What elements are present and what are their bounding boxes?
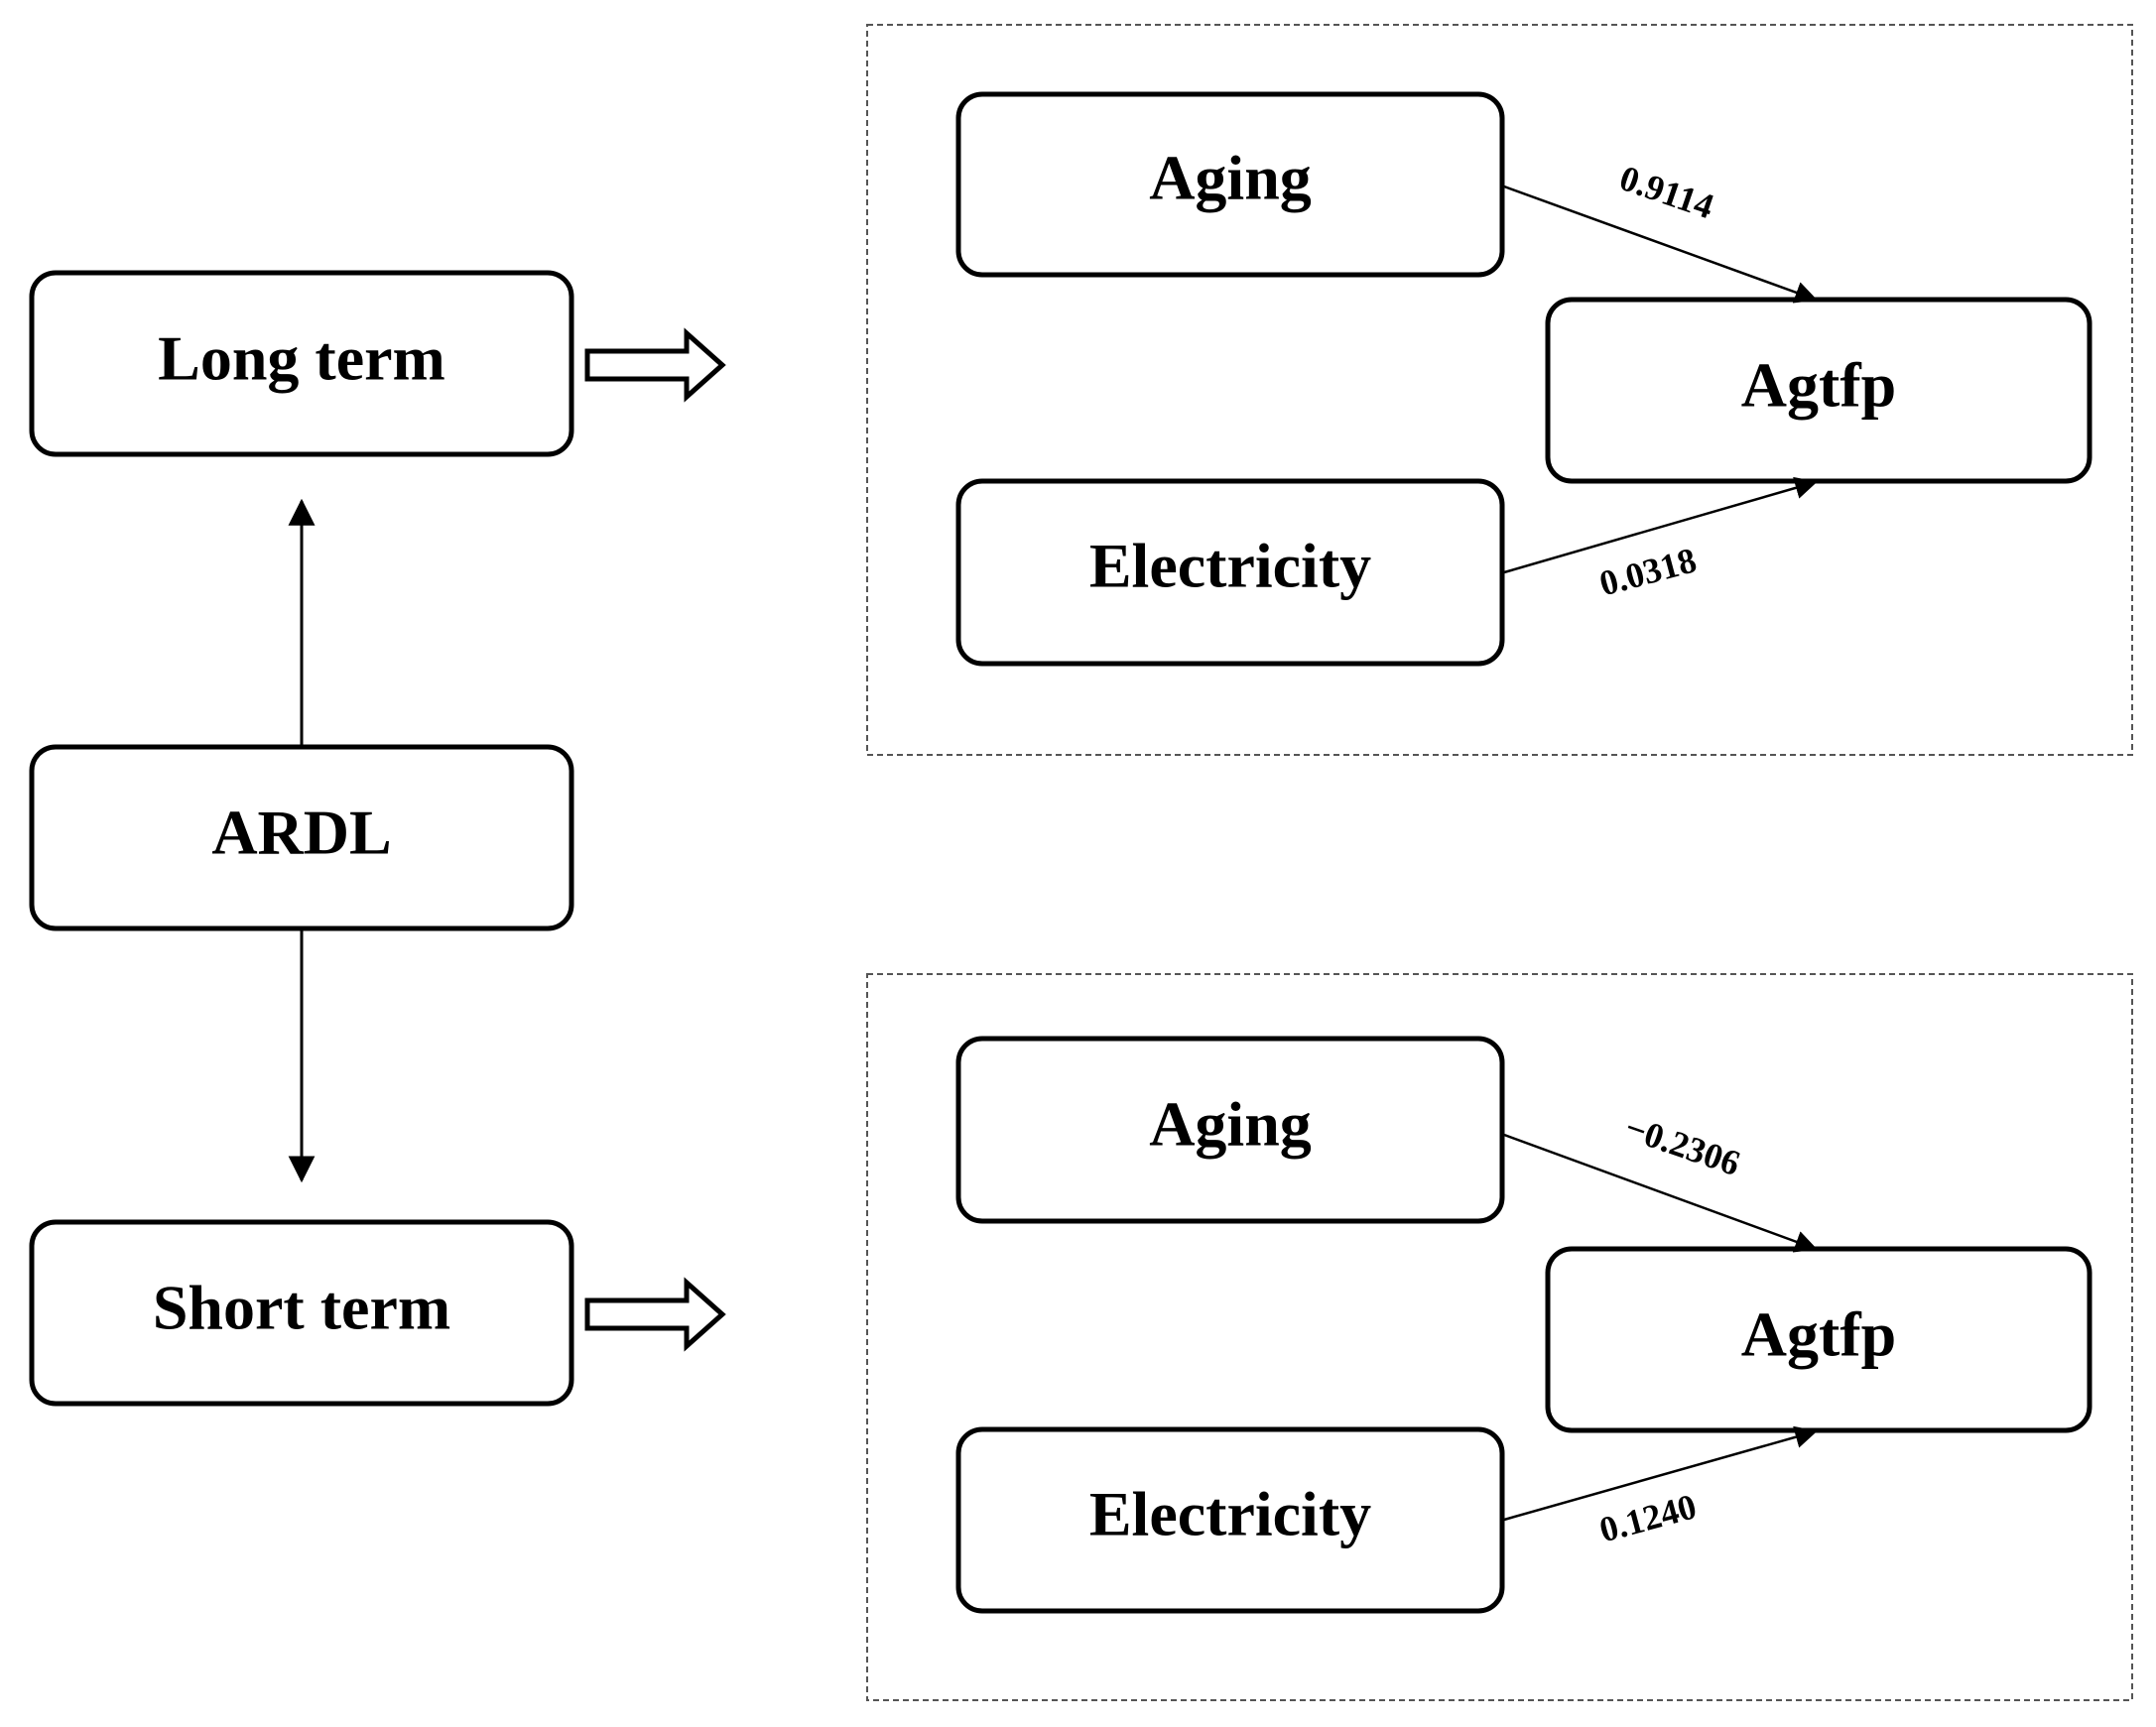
short-electricity-edge [1503, 1425, 1818, 1522]
short-agtfp-label: Agtfp [1741, 1299, 1896, 1370]
ardl-node: ARDL [29, 744, 574, 931]
long-aging-coefficient: 0.9114 [1615, 158, 1719, 226]
long-term-label: Long term [158, 323, 445, 394]
short-agtfp-node: Agtfp [1545, 1246, 2093, 1433]
long-electricity-edge [1503, 476, 1818, 574]
short-term-node: Short term [29, 1219, 574, 1407]
long-agtfp-label: Agtfp [1741, 350, 1896, 421]
short-aging-coefficient: −0.2306 [1620, 1107, 1745, 1183]
short-term-panel-frame [866, 973, 2133, 1701]
short-aging-node: Aging [955, 1036, 1505, 1224]
long-electricity-coefficient: 0.0318 [1595, 540, 1701, 603]
long-term-panel: Aging Electricity Agtfp 0.9114 0.0318 [866, 24, 2133, 756]
short-aging-edge [1503, 1133, 1818, 1253]
short-electricity-coefficient: 0.1240 [1595, 1486, 1701, 1549]
long-aging-edge [1503, 185, 1818, 304]
short-electricity-node: Electricity [955, 1426, 1505, 1614]
long-electricity-label: Electricity [1089, 531, 1371, 601]
short-term-block-arrow [584, 1277, 726, 1352]
long-aging-node: Aging [955, 91, 1505, 278]
long-term-node: Long term [29, 270, 574, 457]
short-term-panel: Aging Electricity Agtfp −0.2306 0.1240 [866, 973, 2133, 1701]
short-electricity-label: Electricity [1089, 1479, 1371, 1549]
long-agtfp-node: Agtfp [1545, 297, 2093, 484]
long-term-block-arrow [584, 327, 726, 403]
short-term-label: Short term [153, 1273, 450, 1343]
long-term-panel-frame [866, 24, 2133, 756]
ardl-label: ARDL [211, 798, 391, 868]
long-aging-label: Aging [1149, 143, 1312, 213]
short-aging-label: Aging [1149, 1089, 1312, 1160]
long-electricity-node: Electricity [955, 478, 1505, 667]
